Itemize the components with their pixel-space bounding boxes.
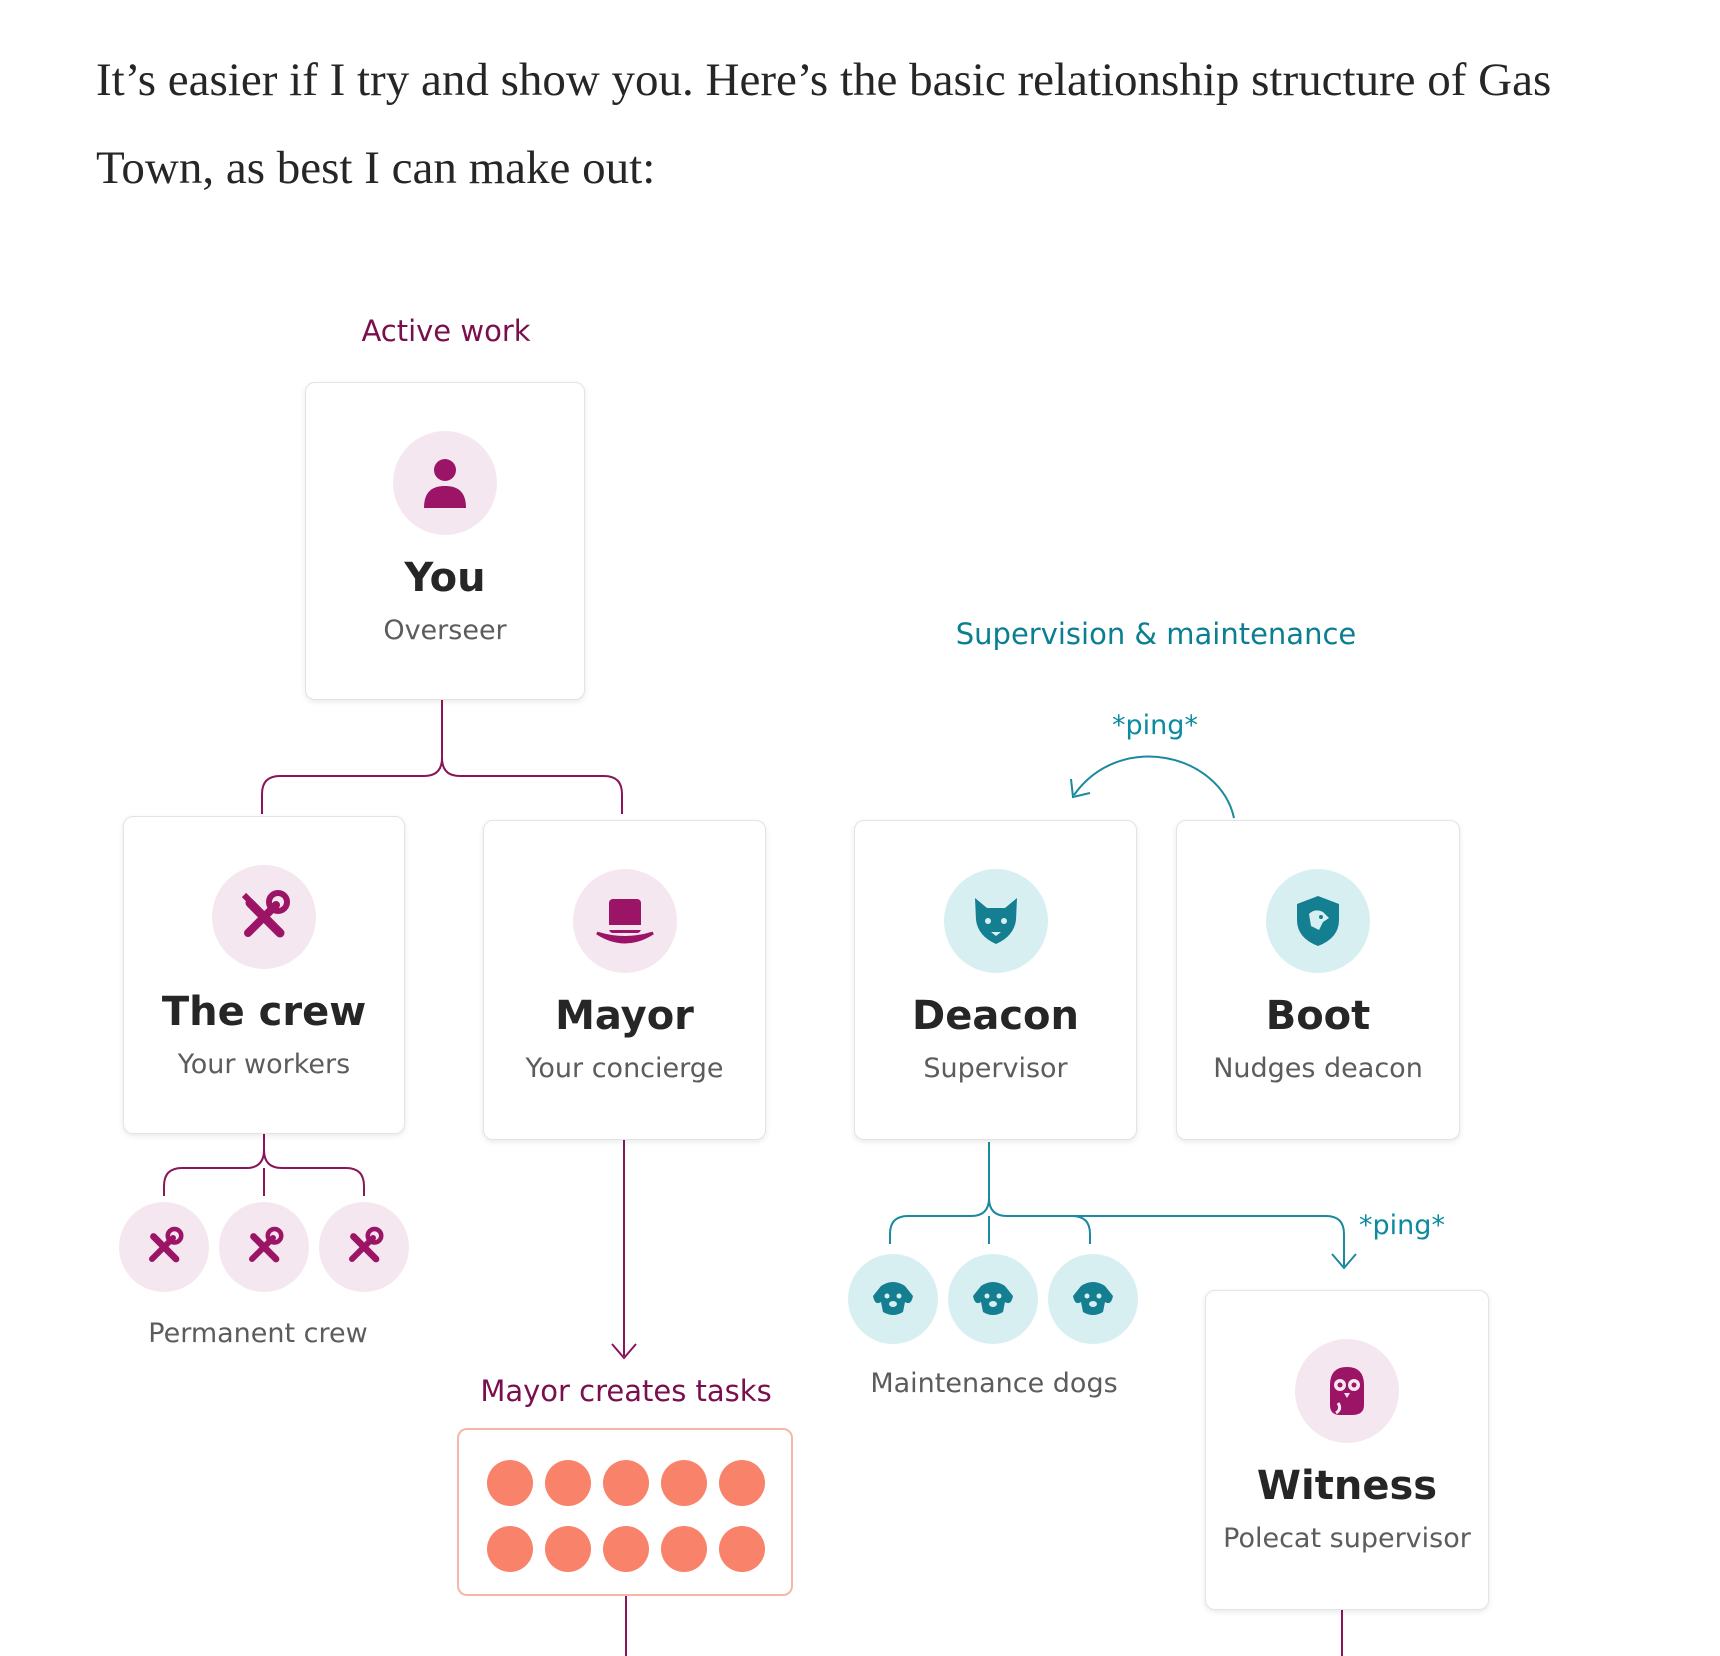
task-dot	[719, 1526, 765, 1572]
shield-dog-icon	[1266, 869, 1370, 973]
top-hat-icon	[572, 869, 677, 973]
task-dot	[545, 1526, 591, 1572]
node-title: Boot	[1265, 993, 1371, 1039]
node-boot: Boot Nudges deacon	[1176, 820, 1460, 1140]
wolf-icon	[943, 869, 1048, 973]
node-title: Mayor	[555, 993, 694, 1039]
ping-label-witness: *ping*	[1359, 1210, 1445, 1241]
node-subtitle: Your concierge	[525, 1053, 724, 1084]
node-title: Witness	[1256, 1463, 1438, 1509]
task-dot	[719, 1460, 765, 1506]
node-crew: The crew Your workers	[123, 816, 405, 1134]
node-witness: Witness Polecat supervisor	[1205, 1290, 1489, 1610]
tasks-box	[457, 1428, 793, 1596]
crew-member-tools-icon	[219, 1202, 309, 1292]
ping-label-boot: *ping*	[1112, 710, 1198, 741]
deacon-to-dogs-connector	[889, 1142, 1345, 1266]
node-title: Deacon	[912, 993, 1079, 1039]
active-work-label: Active work	[361, 314, 531, 348]
node-you: You Overseer	[305, 382, 585, 700]
mayor-creates-tasks-label: Mayor creates tasks	[480, 1374, 772, 1408]
node-subtitle: Overseer	[383, 615, 507, 646]
maintenance-dog-icon	[948, 1254, 1038, 1344]
node-mayor: Mayor Your concierge	[483, 820, 766, 1140]
person-icon	[393, 431, 497, 535]
supervision-label: Supervision & maintenance	[955, 617, 1357, 651]
you-to-children-connector	[261, 700, 623, 814]
task-dot	[487, 1460, 533, 1506]
maintenance-dog-icon	[1048, 1254, 1138, 1344]
crew-member-tools-icon	[119, 1202, 209, 1292]
owl-icon	[1295, 1339, 1399, 1443]
node-subtitle: Polecat supervisor	[1223, 1523, 1471, 1554]
task-dot	[487, 1526, 533, 1572]
task-dot	[603, 1526, 649, 1572]
task-dot	[661, 1526, 707, 1572]
node-subtitle: Supervisor	[923, 1053, 1068, 1084]
boot-to-deacon-ping-arrow	[1073, 755, 1235, 819]
task-dot	[545, 1460, 591, 1506]
task-dot	[661, 1460, 707, 1506]
node-subtitle: Nudges deacon	[1213, 1053, 1423, 1084]
crew-to-members-connector	[163, 1134, 365, 1196]
maintenance-dog-icon	[848, 1254, 938, 1344]
maintenance-dogs-label: Maintenance dogs	[870, 1368, 1118, 1399]
node-title: The crew	[161, 989, 367, 1035]
crew-member-tools-icon	[319, 1202, 409, 1292]
task-dot	[603, 1460, 649, 1506]
intro-paragraph: It’s easier if I try and show you. Here’…	[96, 54, 1552, 194]
node-subtitle: Your workers	[177, 1049, 351, 1080]
node-deacon: Deacon Supervisor	[854, 820, 1137, 1140]
permanent-crew-label: Permanent crew	[148, 1318, 368, 1349]
tools-icon	[212, 865, 316, 969]
node-title: You	[404, 555, 486, 601]
